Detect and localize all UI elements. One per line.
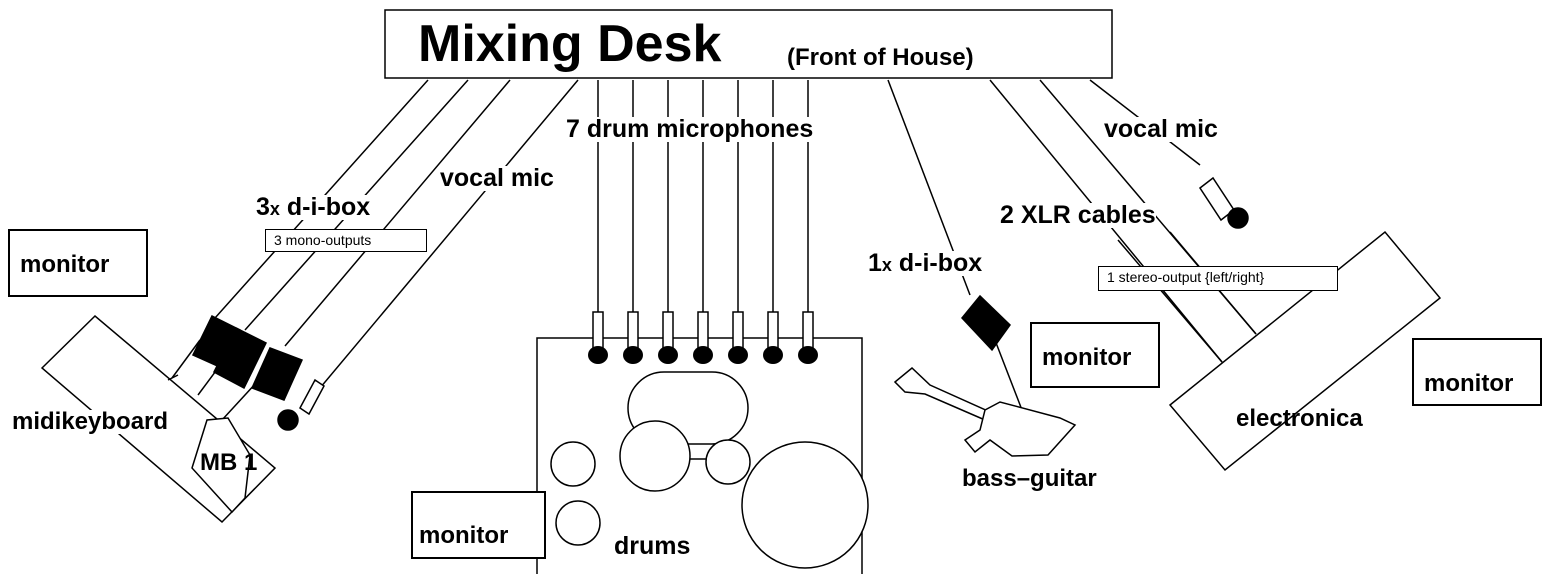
midikeyboard-label: midikeyboard [12, 408, 169, 435]
cable-vocal-left [319, 79, 579, 389]
di-box-3-count: 3 [256, 193, 270, 221]
monitor-drums: monitor [411, 491, 546, 559]
monitor-left: monitor [8, 229, 148, 297]
vocal-mic-right-head [1227, 207, 1249, 229]
monitor-bass-label: monitor [1042, 344, 1132, 371]
di-box-1-count: 1 [868, 249, 882, 277]
di-box-2 [213, 326, 268, 390]
bass-guitar-body [963, 401, 1077, 457]
mixing-desk-box [384, 9, 1113, 79]
monitor-left-label: monitor [20, 251, 110, 278]
electronica-label: electronica [1236, 405, 1363, 432]
mb1-shape [191, 417, 251, 514]
cable-di-1-low [171, 339, 201, 379]
mb1-label: MB 1 [200, 449, 258, 476]
vocal-mic-right-label: vocal mic [1104, 115, 1218, 143]
floor-tom [741, 441, 869, 569]
di-box-1-text: d-i-box [891, 249, 983, 277]
di-box-1-x: x [881, 255, 892, 275]
monitor-right: monitor [1412, 338, 1542, 406]
vocal-mic-left-head [277, 409, 299, 431]
monitor-bass: monitor [1030, 322, 1160, 388]
vocal-mic-left-label: vocal mic [440, 164, 554, 192]
mono-outputs-box: 3 mono-outputs [265, 229, 427, 252]
monitor-right-label: monitor [1424, 370, 1514, 397]
cymbal-2 [555, 500, 601, 546]
cable-di-3 [284, 79, 511, 347]
bass-guitar-label: bass–guitar [962, 465, 1097, 492]
tom-2 [705, 439, 751, 485]
drums-label: drums [614, 532, 691, 560]
drum-mics-label: 7 drum microphones [566, 115, 814, 143]
di-box-3 [250, 347, 304, 401]
di-box-3-label: 3x d-i-box [256, 193, 371, 221]
stereo-output-box: 1 stereo-output {left/right} [1098, 266, 1338, 291]
cymbal-1 [550, 441, 596, 487]
vocal-mic-left-body [299, 378, 325, 416]
di-box-bass [961, 294, 1011, 352]
mixing-desk-subtitle: (Front of House) [787, 44, 974, 71]
mixing-desk-title: Mixing Desk [418, 15, 722, 73]
di-box-3-x: x [269, 199, 280, 219]
di-box-1-label: 1x d-i-box [868, 249, 983, 277]
monitor-drums-label: monitor [419, 522, 509, 549]
bass-guitar-neck [893, 367, 992, 421]
xlr-cables-label: 2 XLR cables [1000, 201, 1156, 229]
tom-1 [619, 420, 691, 492]
di-box-3-text: d-i-box [279, 193, 371, 221]
